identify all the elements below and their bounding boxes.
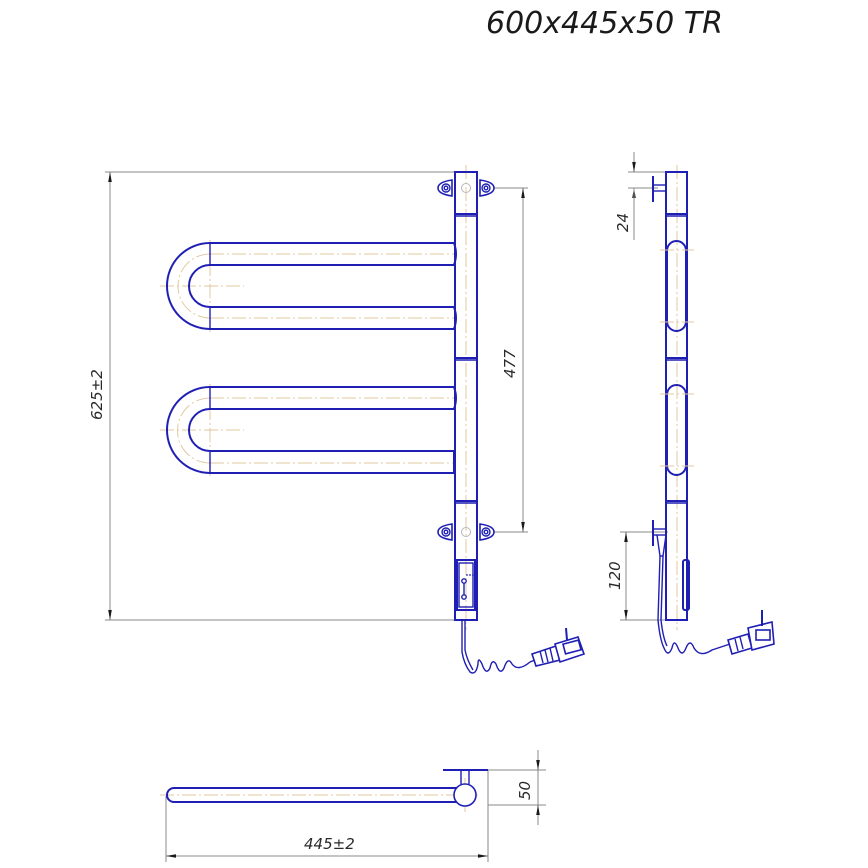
top-offset-dimension: 24	[614, 152, 668, 240]
drawing-title: 600x445x50 TR	[486, 6, 723, 41]
top-view: 50 445±2	[160, 750, 546, 862]
mount-spacing-dimension: 477	[488, 187, 528, 533]
power-cord	[461, 620, 586, 674]
overall-height-dimension: 625±2	[88, 171, 455, 621]
bottom-mount-bracket	[437, 523, 495, 541]
overall-height-label: 625±2	[88, 369, 106, 420]
bottom-offset-label: 120	[606, 561, 624, 590]
bottom-offset-dimension: 120	[606, 531, 668, 621]
overall-width-label: 445±2	[304, 835, 355, 853]
depth-dimension: 50	[488, 750, 546, 825]
upper-u-loop	[160, 240, 457, 332]
lower-u-loop	[160, 384, 457, 476]
side-view: 24 120	[606, 152, 775, 655]
top-mount-bracket	[437, 179, 495, 197]
vertical-riser	[454, 165, 478, 630]
mount-spacing-label: 477	[501, 349, 519, 378]
depth-label: 50	[516, 781, 534, 800]
top-offset-label: 24	[614, 213, 632, 232]
overall-width-dimension: 445±2	[165, 770, 489, 862]
heating-control-unit	[456, 559, 476, 611]
front-view: 625±2 477	[88, 165, 586, 674]
